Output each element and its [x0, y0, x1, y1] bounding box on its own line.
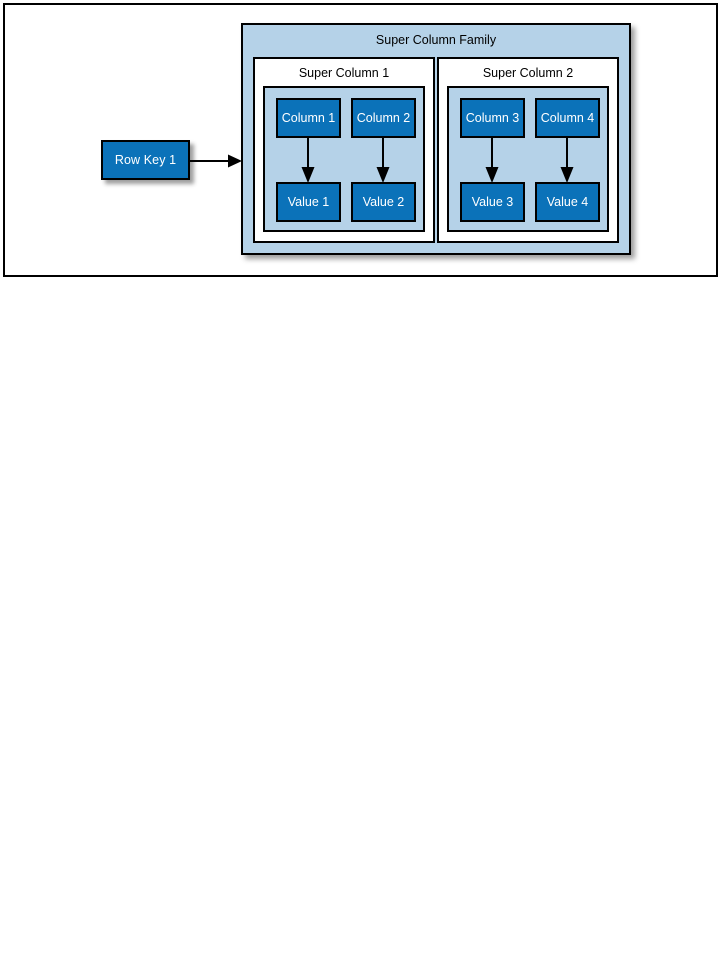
column-box-1: Column 1 — [276, 98, 341, 138]
value-box-2-label: Value 2 — [362, 195, 405, 209]
value-box-4-label: Value 4 — [546, 195, 589, 209]
value-box-1-label: Value 1 — [287, 195, 330, 209]
super-column-family-title: Super Column Family — [375, 33, 497, 47]
value-box-4: Value 4 — [535, 182, 600, 222]
figure-frame: Row Key 1 Super Column Family Super Colu… — [3, 3, 718, 277]
column-1-to-value-1-arrow — [301, 137, 315, 183]
column-box-4: Column 4 — [535, 98, 600, 138]
column-box-2-label: Column 2 — [356, 111, 411, 125]
super-column-2-title: Super Column 2 — [482, 66, 574, 80]
value-box-2: Value 2 — [351, 182, 416, 222]
column-box-3-label: Column 3 — [465, 111, 520, 125]
column-4-to-value-4-arrow — [560, 137, 574, 183]
column-box-2: Column 2 — [351, 98, 416, 138]
column-3-to-value-3-arrow — [485, 137, 499, 183]
column-box-4-label: Column 4 — [540, 111, 595, 125]
super-column-2-pane: Column 3 Column 4 Value 3 — [447, 86, 609, 232]
value-box-3-label: Value 3 — [471, 195, 514, 209]
column-box-3: Column 3 — [460, 98, 525, 138]
value-box-3: Value 3 — [460, 182, 525, 222]
column-2-to-value-2-arrow — [376, 137, 390, 183]
row-key-box: Row Key 1 — [101, 140, 190, 180]
super-columns-row: Super Column 1 Column 1 Column 2 — [253, 57, 619, 243]
super-column-group-1: Super Column 1 Column 1 Column 2 — [253, 57, 435, 243]
super-column-1-title: Super Column 1 — [298, 66, 390, 80]
super-column-group-2: Super Column 2 Column 3 Column 4 — [437, 57, 619, 243]
row-key-label: Row Key 1 — [114, 153, 177, 167]
row-key-to-family-arrow — [190, 154, 242, 168]
value-box-1: Value 1 — [276, 182, 341, 222]
super-column-family-panel: Super Column Family Super Column 1 Colum… — [241, 23, 631, 255]
column-box-1-label: Column 1 — [281, 111, 336, 125]
super-column-1-pane: Column 1 Column 2 Value 1 — [263, 86, 425, 232]
